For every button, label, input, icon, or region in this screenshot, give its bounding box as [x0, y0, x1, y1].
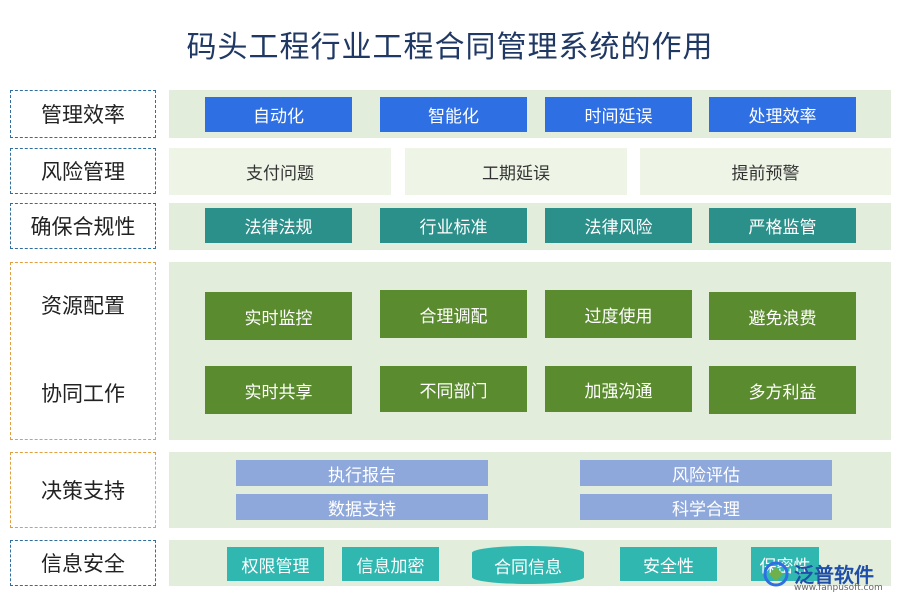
- category-risk: 风险管理: [10, 148, 156, 194]
- compliance-item-standards: 行业标准: [380, 208, 527, 243]
- compliance-item-laws: 法律法规: [205, 208, 352, 243]
- risk-item-payment: 支付问题: [169, 148, 391, 195]
- decision-item-data-support: 数据支持: [236, 494, 488, 520]
- brand-logo: 泛普软件 www.fanpusoft.com: [760, 558, 890, 594]
- efficiency-item-automation: 自动化: [205, 97, 352, 132]
- category-security: 信息安全: [10, 540, 156, 586]
- security-item-encryption: 信息加密: [342, 547, 439, 581]
- category-resources: 资源配置: [41, 294, 125, 318]
- decision-item-report: 执行报告: [236, 460, 488, 486]
- resources-item-overuse: 过度使用: [545, 290, 692, 338]
- category-resources-collab: [10, 262, 156, 440]
- collab-item-departments: 不同部门: [380, 366, 527, 412]
- efficiency-item-intelligence: 智能化: [380, 97, 527, 132]
- decision-item-scientific: 科学合理: [580, 494, 832, 520]
- compliance-item-supervision: 严格监管: [709, 208, 856, 243]
- logo-text: 泛普软件: [794, 563, 874, 587]
- resources-item-avoid-waste: 避免浪费: [709, 292, 856, 340]
- resources-item-allocation: 合理调配: [380, 290, 527, 338]
- efficiency-item-time-delay: 时间延误: [545, 97, 692, 132]
- decision-item-risk-assessment: 风险评估: [580, 460, 832, 486]
- compliance-item-legal-risk: 法律风险: [545, 208, 692, 243]
- category-decision: 决策支持: [10, 452, 156, 528]
- category-collab: 协同工作: [41, 382, 125, 406]
- page-title: 码头工程行业工程合同管理系统的作用: [186, 30, 714, 65]
- efficiency-item-processing: 处理效率: [709, 97, 856, 132]
- collab-item-communication: 加强沟通: [545, 366, 692, 412]
- collab-item-sharing: 实时共享: [205, 366, 352, 414]
- security-item-contract-info: 合同信息: [472, 546, 584, 584]
- category-compliance: 确保合规性: [10, 203, 156, 249]
- security-item-safety: 安全性: [620, 547, 717, 581]
- category-efficiency: 管理效率: [10, 90, 156, 138]
- risk-item-schedule-delay: 工期延误: [405, 148, 627, 195]
- logo-url: www.fanpusoft.com: [794, 583, 883, 593]
- risk-item-early-warning: 提前预警: [640, 148, 891, 195]
- logo-mark-icon: [763, 561, 789, 587]
- security-item-permissions: 权限管理: [227, 547, 324, 581]
- collab-item-interests: 多方利益: [709, 366, 856, 414]
- resources-item-monitoring: 实时监控: [205, 292, 352, 340]
